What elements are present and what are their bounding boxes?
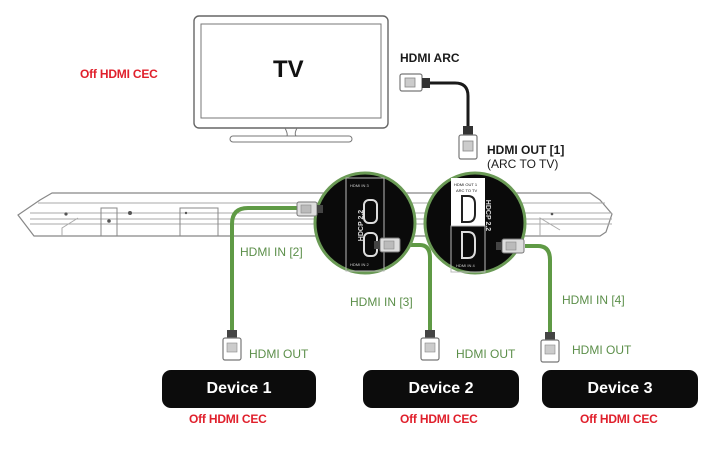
tv-label: TV — [273, 56, 304, 83]
device-3-name: Device 3 — [587, 380, 653, 397]
hdmi-plug-icon — [374, 237, 401, 253]
hdmi-plug-icon — [420, 330, 440, 361]
hdcp-label: HDCP 2.2 — [484, 199, 492, 232]
device-2-box: Device 2 — [363, 370, 519, 408]
hdmi-out-1-label: HDMI OUT [1] — [487, 143, 565, 157]
hdmi-plug-icon — [296, 201, 323, 217]
port-label-arc-to-tv: ARC TO TV — [456, 188, 478, 193]
device-1-cec-note: Off HDMI CEC — [189, 412, 267, 426]
device-1-name: Device 1 — [206, 380, 272, 397]
port-label-hdmi-in-2: HDMI IN 2 — [350, 262, 369, 267]
hdmi-plug-icon — [399, 73, 430, 92]
arc-cable — [399, 73, 478, 160]
arc-to-tv-label: (ARC TO TV) — [487, 157, 559, 171]
device-2-name: Device 2 — [408, 380, 474, 397]
hdmi-in-2-label: HDMI IN [2] — [240, 245, 303, 259]
tv-illustration — [193, 15, 389, 143]
device-1-box: Device 1 — [162, 370, 316, 408]
device-3-box: Device 3 — [542, 370, 698, 408]
device-2-cec-note: Off HDMI CEC — [400, 412, 478, 426]
device-3-hdmi-out-label: HDMI OUT — [572, 343, 632, 357]
hdmi-in-3-label: HDMI IN [3] — [350, 295, 413, 309]
hdmi-in-4-label: HDMI IN [4] — [562, 293, 625, 307]
port-label-hdmi-out-1: HDMI OUT 1 — [454, 182, 478, 187]
device-3-cec-note: Off HDMI CEC — [580, 412, 658, 426]
device-1-cable — [230, 206, 300, 336]
hdmi-plug-icon — [540, 332, 560, 363]
device-2-cable — [400, 243, 432, 336]
tv-cec-note: Off HDMI CEC — [80, 67, 158, 81]
device-1-hdmi-out-label: HDMI OUT — [249, 347, 309, 361]
hdmi-plug-icon — [222, 330, 242, 361]
port-label-hdmi-in-3: HDMI IN 3 — [350, 183, 369, 188]
hdmi-arc-label: HDMI ARC — [400, 51, 460, 65]
hdmi-plug-icon — [458, 126, 478, 160]
device-2-hdmi-out-label: HDMI OUT — [456, 347, 516, 361]
port-label-hdmi-in-4: HDMI IN 4 — [456, 263, 475, 268]
device-3-cable — [525, 244, 552, 338]
hdcp-label: HDCP 2.2 — [358, 209, 366, 242]
hdmi-plug-icon — [496, 238, 525, 254]
